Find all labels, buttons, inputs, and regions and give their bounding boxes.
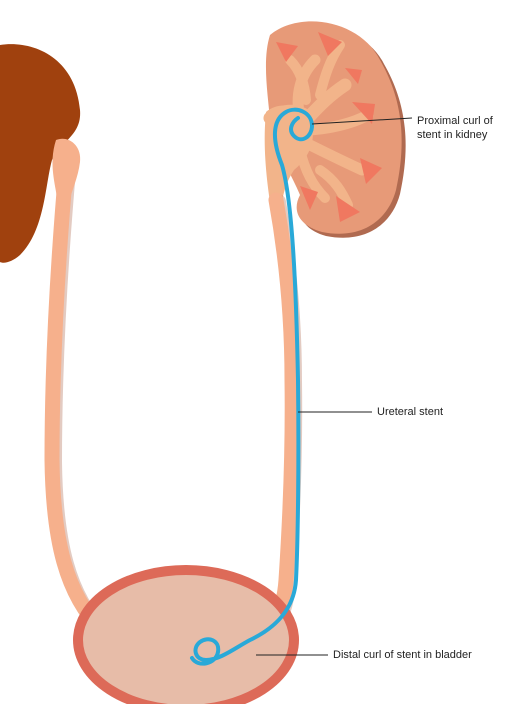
ureteral-stent	[190, 107, 314, 666]
left-ureter	[44, 160, 136, 666]
ureteral-stent-label: Ureteral stent	[377, 406, 444, 418]
proximal-curl-label-line2: stent in kidney	[417, 129, 488, 141]
left-kidney	[0, 44, 81, 263]
left-renal-pelvis	[52, 138, 81, 205]
proximal-curl-leader	[311, 117, 413, 125]
bladder	[73, 565, 299, 704]
proximal-curl-label-line1: Proximal curl of	[417, 115, 493, 127]
proximal-curl-label: Proximal curl of stent in kidney	[417, 114, 493, 142]
distal-curl-label: Distal curl of stent in bladder	[333, 649, 472, 661]
renal-calyces	[263, 40, 374, 215]
renal-pyramids	[276, 32, 382, 222]
